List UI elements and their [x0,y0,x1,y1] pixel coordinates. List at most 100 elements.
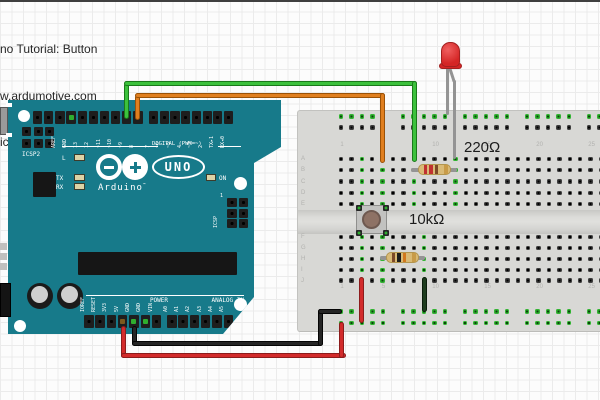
breadboard-hole[interactable] [557,190,562,195]
breadboard-hole[interactable] [525,309,530,314]
breadboard-hole[interactable] [546,256,552,261]
breadboard-hole[interactable] [442,190,448,195]
breadboard-hole[interactable] [422,156,427,162]
breadboard-hole[interactable] [359,267,364,272]
breadboard-hole[interactable] [390,234,396,240]
breadboard-hole[interactable] [526,156,531,162]
breadboard-hole[interactable] [598,267,600,272]
breadboard-hole[interactable] [390,190,396,195]
header-pin[interactable] [223,315,233,328]
breadboard-hole[interactable] [349,320,354,326]
breadboard-hole[interactable] [411,278,416,283]
breadboard-hole[interactable] [598,278,600,283]
breadboard-hole[interactable] [546,201,552,207]
breadboard-hole[interactable] [380,234,385,240]
breadboard-hole[interactable] [442,245,448,251]
breadboard-hole[interactable] [380,245,385,251]
breadboard-hole[interactable] [338,201,344,207]
breadboard-hole[interactable] [463,156,468,162]
breadboard-hole[interactable] [432,309,437,314]
breadboard-hole[interactable] [567,179,572,184]
wire-black-gnd[interactable] [132,341,323,346]
breadboard-hole[interactable] [515,278,520,283]
breadboard-hole[interactable] [432,245,437,251]
breadboard-hole[interactable] [370,201,375,207]
breadboard-hole[interactable] [463,309,468,314]
breadboard-hole[interactable] [349,256,354,261]
breadboard-hole[interactable] [567,234,572,240]
breadboard-hole[interactable] [380,309,385,314]
header-pin[interactable] [55,111,65,124]
breadboard-hole[interactable] [432,256,437,261]
breadboard-hole[interactable] [338,190,344,195]
breadboard-hole[interactable] [401,168,406,173]
breadboard-hole[interactable] [474,234,479,240]
breadboard-hole[interactable] [484,245,489,251]
breadboard-hole[interactable] [515,201,520,207]
header-pin[interactable] [213,111,223,124]
breadboard-hole[interactable] [515,234,520,240]
breadboard-hole[interactable] [463,256,468,261]
breadboard-hole[interactable] [588,278,593,283]
breadboard-hole[interactable] [536,267,541,272]
header-pin[interactable] [151,315,162,328]
breadboard-hole[interactable] [494,179,500,184]
breadboard-hole[interactable] [536,278,541,283]
breadboard-hole[interactable] [359,179,364,184]
breadboard-hole[interactable] [484,179,489,184]
icsp-pin[interactable] [227,198,237,207]
breadboard-hole[interactable] [422,245,427,251]
wire-black-gnd[interactable] [318,309,323,346]
breadboard-hole[interactable] [401,156,406,162]
breadboard-hole[interactable] [370,256,375,261]
breadboard-hole[interactable] [494,201,500,207]
breadboard-hole[interactable] [370,320,375,326]
breadboard-hole[interactable] [557,156,562,162]
breadboard-hole[interactable] [587,309,592,314]
breadboard-hole[interactable] [349,267,354,272]
breadboard-hole[interactable] [421,125,427,130]
breadboard-hole[interactable] [432,179,437,184]
breadboard-hole[interactable] [380,179,385,184]
breadboard-hole[interactable] [401,309,406,314]
wire-black-gnd[interactable] [318,309,342,314]
breadboard-hole[interactable] [526,190,531,195]
breadboard-hole[interactable] [463,234,468,240]
breadboard-hole[interactable] [494,168,500,173]
breadboard-hole[interactable] [442,201,448,207]
breadboard-hole[interactable] [411,267,416,272]
breadboard-hole[interactable] [567,256,572,261]
breadboard-hole[interactable] [536,179,541,184]
header-pin[interactable] [84,315,94,328]
breadboard-hole[interactable] [349,245,354,251]
breadboard-hole[interactable] [515,168,520,173]
breadboard-hole[interactable] [546,156,552,162]
breadboard-hole[interactable] [505,156,510,162]
breadboard-hole[interactable] [359,245,364,251]
breadboard-hole[interactable] [474,179,479,184]
breadboard-hole[interactable] [598,179,600,184]
breadboard-hole[interactable] [422,190,427,195]
header-pin[interactable] [167,315,177,328]
header-pin[interactable] [223,111,234,124]
breadboard-hole[interactable] [588,201,593,207]
breadboard-hole[interactable] [390,245,396,251]
breadboard-hole[interactable] [567,267,572,272]
pushbutton-cap[interactable] [362,210,381,229]
breadboard-hole[interactable] [390,267,396,272]
breadboard-hole[interactable] [557,168,562,173]
breadboard-hole[interactable] [463,179,468,184]
icsp-pin[interactable] [238,208,248,218]
breadboard-hole[interactable] [421,320,427,326]
breadboard-hole[interactable] [505,267,510,272]
breadboard-hole[interactable] [432,234,437,240]
icsp-pin[interactable] [238,219,248,228]
breadboard-hole[interactable] [494,278,500,283]
pushbutton[interactable] [356,205,389,236]
breadboard-hole[interactable] [359,256,364,261]
breadboard-hole[interactable] [556,114,561,119]
breadboard-hole[interactable] [557,234,562,240]
breadboard-hole[interactable] [453,190,458,195]
breadboard-hole[interactable] [598,245,600,251]
breadboard-hole[interactable] [598,256,600,261]
